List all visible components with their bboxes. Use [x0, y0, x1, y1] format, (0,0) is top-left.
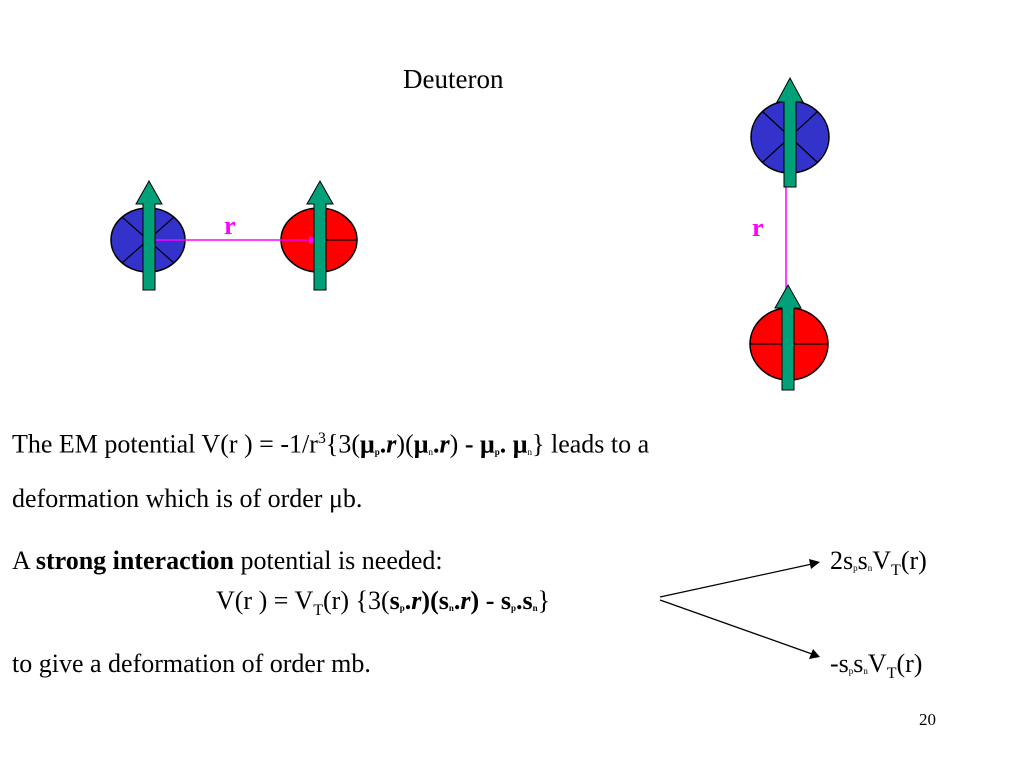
r-vector: r — [386, 429, 397, 459]
sub-n: n — [863, 666, 868, 676]
sub-T: T — [886, 665, 897, 683]
em-suffix: } leads to a — [532, 429, 650, 459]
sub-p: p — [510, 603, 516, 613]
dot: . — [404, 586, 412, 615]
result-tensor-minus: -spsnVT(r) — [830, 649, 922, 689]
strong-interaction-line: A strong interaction potential is needed… — [12, 546, 443, 576]
s-bold: s — [389, 586, 400, 615]
sub-T: T — [891, 562, 901, 580]
sub-p: p — [494, 446, 500, 457]
dot: . — [453, 586, 461, 615]
line3-a: A — [12, 546, 36, 575]
mu-symbol: μ — [512, 429, 528, 459]
em-potential-line: The EM potential V(r ) = -1/r3{3(μp.r)(μ… — [12, 424, 649, 465]
paren: ( — [430, 586, 439, 615]
spin-arrow-proton-left — [306, 179, 334, 291]
formula-mid: (r) {3( — [323, 586, 390, 615]
dot: . — [516, 586, 523, 615]
slide-title: Deuteron — [403, 64, 504, 94]
mu-symbol: μ — [360, 429, 375, 459]
formula-prefix: V(r ) = V — [216, 586, 314, 615]
em-exponent: 3 — [317, 430, 326, 447]
mb-deformation-line: to give a deformation of order mb. — [12, 649, 371, 678]
deformation-order-line: deformation which is of order μb. — [12, 484, 363, 513]
result1-prefix: 2s — [830, 546, 854, 575]
dot: . — [499, 429, 513, 459]
page-number: 20 — [919, 710, 936, 729]
minus: - — [458, 429, 480, 459]
result2-prefix: -s — [830, 649, 849, 678]
vertical-deuteron: r — [749, 76, 830, 391]
formula-end: } — [537, 586, 551, 615]
r-arg: (r) — [896, 649, 923, 678]
sub-n: n — [527, 446, 533, 457]
V: V — [867, 649, 887, 678]
sub-n: n — [448, 603, 454, 613]
paren: ) — [396, 429, 406, 459]
s: s — [857, 546, 868, 575]
em-brace: {3( — [325, 429, 361, 459]
result-tensor-2: 2spsnVT(r) — [830, 546, 927, 586]
r-arg: (r) — [900, 546, 927, 575]
em-prefix: The EM potential V(r ) = -1/r — [12, 429, 318, 459]
minus: - — [479, 586, 501, 615]
horizontal-deuteron: r — [110, 179, 358, 291]
s-bold: s — [438, 586, 449, 615]
mu-symbol: μ — [413, 429, 429, 459]
V: V — [872, 546, 892, 575]
strong-interaction-bold: strong interaction — [35, 546, 234, 575]
s-bold: s — [522, 586, 533, 615]
sub-p: p — [399, 603, 405, 613]
paren: ( — [405, 429, 414, 459]
spin-arrow-neutron-left — [135, 179, 163, 291]
r-vector: r — [460, 586, 471, 615]
s: s — [853, 649, 864, 678]
branch-arrows — [659, 559, 820, 659]
sub-n: n — [867, 563, 873, 573]
line3-rest: potential is needed: — [233, 546, 443, 575]
sub-T: T — [313, 602, 324, 620]
paren: ) — [470, 586, 480, 615]
r-vector: r — [439, 429, 450, 459]
r-label-horizontal: r — [224, 211, 236, 240]
strong-potential-formula: V(r ) = VT(r) {3(sp.r)(sn.r) - sp.sn} — [216, 586, 550, 626]
sub-n: n — [428, 446, 434, 457]
dot: . — [433, 429, 440, 459]
s-bold: s — [500, 586, 511, 615]
r-label-vertical: r — [752, 213, 764, 242]
paren: ) — [449, 429, 459, 459]
spin-arrow-neutron-right — [776, 76, 804, 188]
sub-p: p — [853, 563, 858, 573]
spin-arrow-proton-right — [774, 283, 802, 391]
paren: ) — [421, 586, 431, 615]
sub-n: n — [532, 603, 538, 613]
sub-p: p — [374, 446, 380, 457]
dot: . — [379, 429, 387, 459]
mu-symbol: μ — [479, 429, 495, 459]
r-vector: r — [411, 586, 422, 615]
sub-p: p — [848, 666, 854, 676]
